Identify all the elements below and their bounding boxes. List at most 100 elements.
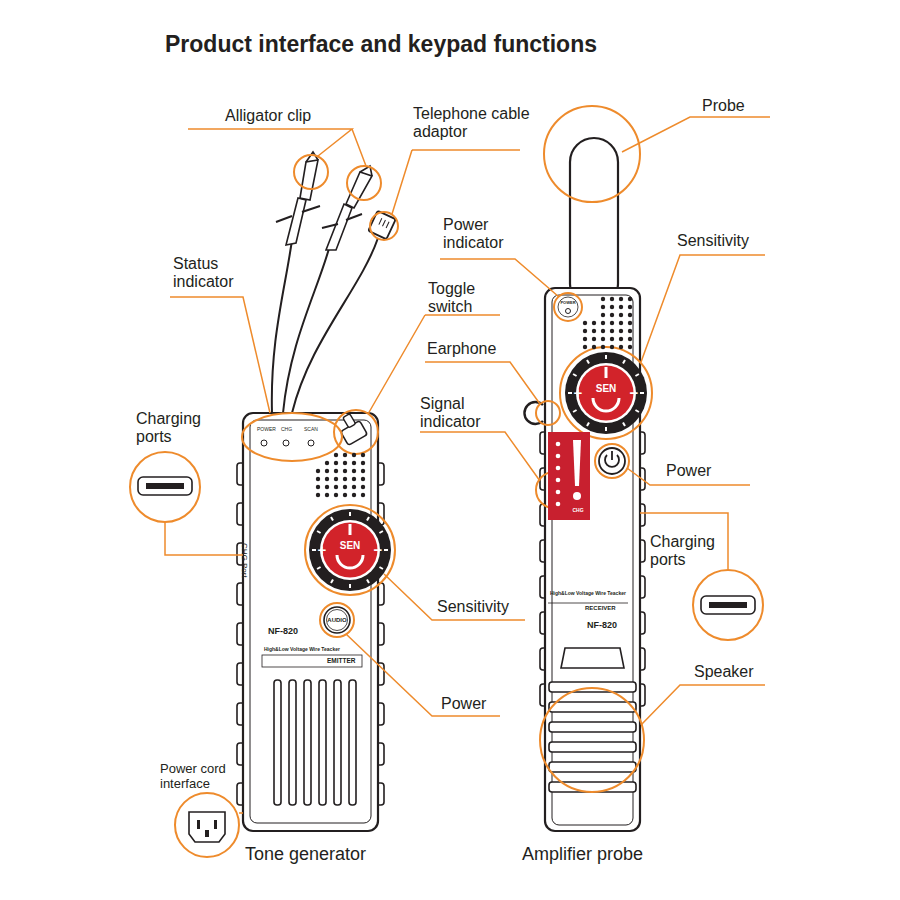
callout-label: Earphone xyxy=(427,340,496,358)
speaker-hole xyxy=(628,345,632,349)
indicator-label: POWER xyxy=(257,427,276,433)
callout-label: Toggle switch xyxy=(428,280,503,317)
power-indicator-led: POWER xyxy=(557,296,579,318)
speaker-hole xyxy=(610,321,614,325)
node-text: + xyxy=(574,385,583,400)
node-text: POWER xyxy=(560,301,575,305)
speaker-hole xyxy=(583,337,587,341)
emitter-body xyxy=(243,413,378,831)
label-rule xyxy=(548,603,628,604)
callout-label: Telephone cable adaptor xyxy=(413,105,538,142)
speaker-hole xyxy=(592,337,596,341)
speaker-hole xyxy=(601,345,605,349)
speaker-hole xyxy=(361,493,365,497)
speaker-hole xyxy=(334,453,338,457)
speaker-hole xyxy=(610,313,614,317)
callout-label: Sensitivity xyxy=(677,232,749,250)
product-name: High&Low Voltage Wire Teacker xyxy=(550,591,626,597)
speaker-hole xyxy=(352,493,356,497)
callout-label: Alligator clip xyxy=(225,107,311,125)
speaker-hole xyxy=(628,321,632,325)
indicator-label: CHG xyxy=(281,427,292,433)
speaker-hole xyxy=(628,297,632,301)
speaker-hole xyxy=(343,453,347,457)
speaker-hole xyxy=(592,345,596,349)
speaker-hole xyxy=(619,297,623,301)
callout-label: Power xyxy=(666,462,711,480)
model-number: NF-820 xyxy=(587,620,617,630)
callout-label: Signal indicator xyxy=(420,395,505,432)
signal-indicator-panel: CHG xyxy=(548,432,590,520)
alligator-clip xyxy=(276,152,320,245)
node-text: − xyxy=(374,542,383,557)
speaker-hole xyxy=(325,485,329,489)
unit-name: EMITTER xyxy=(327,657,356,664)
speaker-hole xyxy=(610,297,614,301)
speaker-hole xyxy=(352,453,356,457)
callout-label: Power xyxy=(441,695,486,713)
callout-label: Speaker xyxy=(694,663,754,681)
speaker-hole xyxy=(610,305,614,309)
speaker-hole xyxy=(343,469,347,473)
speaker-grille xyxy=(549,648,636,792)
speaker-hole xyxy=(316,469,320,473)
vent-slots xyxy=(274,680,356,805)
speaker-hole xyxy=(601,337,605,341)
node-text: − xyxy=(630,385,639,400)
speaker-hole xyxy=(619,313,623,317)
callout-label: Power cord interface xyxy=(160,762,240,792)
speaker-hole xyxy=(583,321,587,325)
node-text: CHG xyxy=(572,508,583,513)
toggle-switch xyxy=(340,414,367,446)
speaker-hole xyxy=(316,493,320,497)
audio-button: AUDIO xyxy=(323,606,351,634)
speaker-hole xyxy=(352,477,356,481)
cable xyxy=(272,240,292,413)
speaker-hole xyxy=(334,469,338,473)
speaker-hole xyxy=(361,461,365,465)
speaker-hole xyxy=(343,461,347,465)
speaker-hole xyxy=(343,477,347,481)
speaker-hole xyxy=(316,477,320,481)
status-leds xyxy=(261,440,314,446)
speaker-hole xyxy=(361,469,365,473)
power-button xyxy=(599,448,625,474)
speaker-hole xyxy=(619,337,623,341)
callout-label: Power indicator xyxy=(443,216,523,253)
node-text: SEN xyxy=(596,384,617,394)
speaker-hole xyxy=(361,453,365,457)
speaker-hole xyxy=(592,321,596,325)
speaker-hole xyxy=(610,345,614,349)
label-strip xyxy=(262,655,362,667)
node-text: AUDIO xyxy=(327,617,346,623)
callout-label: Sensitivity xyxy=(437,598,509,616)
speaker-hole xyxy=(352,461,356,465)
callout-label: Probe xyxy=(702,97,745,115)
title: Product interface and keypad functions xyxy=(165,31,597,57)
device-caption: Amplifier probe xyxy=(522,844,643,865)
speaker-hole xyxy=(628,337,632,341)
product-name: High&Low Voltage Wire Teacker xyxy=(264,647,340,653)
node-text: + xyxy=(318,542,327,557)
speaker-hole xyxy=(601,321,605,325)
emitter-cables xyxy=(272,238,378,413)
node-text: SEN xyxy=(340,541,361,551)
speaker-hole xyxy=(610,337,614,341)
sensitivity-dial: + SEN − xyxy=(308,508,392,592)
sensitivity-dial: + SEN − xyxy=(564,351,648,435)
signal-panel-shape xyxy=(548,432,590,520)
highlight-circles xyxy=(130,106,763,857)
speaker-hole xyxy=(628,305,632,309)
callout-label: Charging ports xyxy=(650,533,735,570)
micro-usb-icon xyxy=(138,477,192,495)
speaker-hole xyxy=(601,329,605,333)
speaker-hole xyxy=(628,313,632,317)
speaker-hole xyxy=(325,461,329,465)
speaker-hole xyxy=(619,345,623,349)
speaker-hole xyxy=(316,485,320,489)
speaker-hole xyxy=(361,477,365,481)
speaker-hole xyxy=(361,485,365,489)
speaker-hole xyxy=(601,305,605,309)
speaker-hole xyxy=(592,329,596,333)
